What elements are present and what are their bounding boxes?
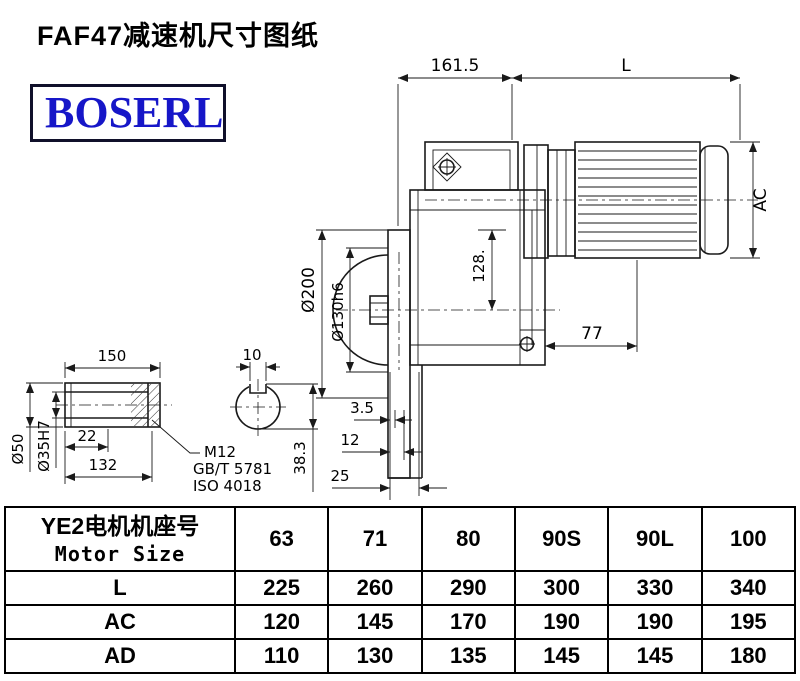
dim-22-label: 22 xyxy=(77,427,96,445)
motor-size-col-63: 63 xyxy=(233,506,330,572)
page-title: FAF47减速机尺寸图纸 xyxy=(37,21,320,51)
shaft-detail: 150 Ø50 Ø35H7 22 132 M12 GB/T 5781 ISO 4… xyxy=(9,347,272,495)
motor-frame-label-en: Motor Size xyxy=(54,541,186,566)
value-cell: 225 xyxy=(233,570,330,606)
dim-dia200: Ø200 xyxy=(299,229,388,399)
table-row-l: L 225 260 290 300 330 340 xyxy=(4,570,797,606)
value-cell: 300 xyxy=(513,570,610,606)
dim-dia200-label: Ø200 xyxy=(299,267,319,313)
technical-drawing: 161.5 L xyxy=(9,56,771,500)
dim-ac: AC xyxy=(730,141,771,259)
dim-dia130-label: Ø130h6 xyxy=(329,282,347,342)
bolt-symbol xyxy=(432,152,462,182)
motor-outline xyxy=(425,141,758,259)
dim-25-label: 25 xyxy=(330,467,349,485)
value-cell: 190 xyxy=(513,604,610,640)
motor-size-col-90l: 90L xyxy=(607,506,703,572)
bottom-dimension-chain: 3.5 12 25 xyxy=(330,372,447,500)
header-label-cell: YE2电机机座号 Motor Size xyxy=(4,506,236,572)
dim-ac-label: AC xyxy=(751,188,771,211)
motor-size-col-90s: 90S xyxy=(513,506,610,572)
dim-38-3-label: 38.3 xyxy=(291,441,309,474)
table-header-row: YE2电机机座号 Motor Size 63 71 80 90S 90L 100 xyxy=(4,506,797,572)
dim-150-label: 150 xyxy=(98,347,127,365)
dim-12-label: 12 xyxy=(340,431,359,449)
dim-3-5-label: 3.5 xyxy=(350,399,374,417)
boserl-logo: BOSERL xyxy=(30,84,226,142)
dim-132-label: 132 xyxy=(89,456,118,474)
value-cell: 340 xyxy=(700,570,797,606)
value-cell: 145 xyxy=(327,604,423,640)
boserl-logo-text: BOSERL xyxy=(45,88,224,137)
motor-size-col-100: 100 xyxy=(700,506,797,572)
row-label-ac: AC xyxy=(4,604,236,640)
value-cell: 110 xyxy=(233,638,330,674)
bore-section: 10 38.3 xyxy=(230,346,318,492)
value-cell: 130 xyxy=(327,638,423,674)
top-dimensions: 161.5 L xyxy=(397,56,741,226)
standard-gb-label: GB/T 5781 xyxy=(193,460,272,478)
value-cell: 145 xyxy=(607,638,703,674)
value-cell: 180 xyxy=(700,638,797,674)
keyway xyxy=(249,384,267,394)
dim-128-label: 128. xyxy=(470,249,488,282)
row-label-ad: AD xyxy=(4,638,236,674)
value-cell: 260 xyxy=(327,570,423,606)
dim-l-label: L xyxy=(621,56,631,76)
value-cell: 145 xyxy=(513,638,610,674)
dim-128: 128. xyxy=(470,229,506,310)
row-label-l: L xyxy=(4,570,236,606)
motor-size-col-80: 80 xyxy=(420,506,516,572)
dim-dia35-label: Ø35H7 xyxy=(35,420,53,472)
value-cell: 330 xyxy=(607,570,703,606)
value-cell: 170 xyxy=(420,604,516,640)
thread-label: M12 xyxy=(204,443,236,461)
value-cell: 120 xyxy=(233,604,330,640)
table-row-ad: AD 110 130 135 145 145 180 xyxy=(4,638,797,674)
leader-line xyxy=(151,419,200,454)
dim-dia50-label: Ø50 xyxy=(9,434,27,465)
motor-frame-label-cn: YE2电机机座号 xyxy=(40,513,200,540)
dim-77-label: 77 xyxy=(581,324,603,344)
value-cell: 290 xyxy=(420,570,516,606)
value-cell: 195 xyxy=(700,604,797,640)
dim-161-5-label: 161.5 xyxy=(431,56,480,76)
output-flange xyxy=(332,229,560,479)
dim-10-label: 10 xyxy=(242,346,261,364)
motor-size-table: YE2电机机座号 Motor Size 63 71 80 90S 90L 100… xyxy=(4,506,797,674)
motor-size-col-71: 71 xyxy=(327,506,423,572)
value-cell: 190 xyxy=(607,604,703,640)
standard-iso-label: ISO 4018 xyxy=(193,477,262,495)
dim-dia130: Ø130h6 xyxy=(329,247,388,373)
value-cell: 135 xyxy=(420,638,516,674)
table-row-ac: AC 120 145 170 190 190 195 xyxy=(4,604,797,640)
dim-77: 77 xyxy=(545,260,638,352)
